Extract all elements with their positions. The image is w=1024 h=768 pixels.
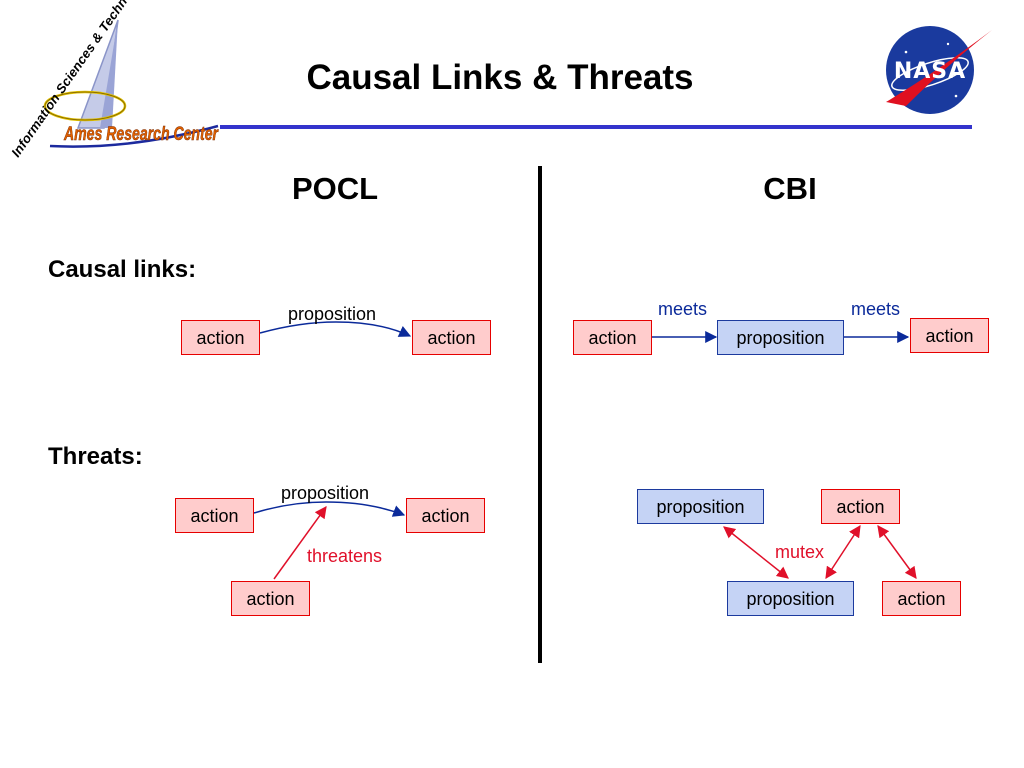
ames-rocket-logo-icon: Information Sciences & Technology Ames R…	[8, 0, 219, 160]
pocl-threatens-arrow	[273, 506, 327, 580]
slide-title: Causal Links & Threats	[306, 58, 694, 97]
cbi-mutex-arrow-props	[723, 526, 789, 579]
pocl-causal-target-action: action	[412, 320, 491, 355]
cbi-mutex-arrow-actions	[877, 525, 917, 579]
cbi-causal-proposition: proposition	[717, 320, 844, 355]
cbi-causal-source-action: action	[573, 320, 652, 355]
pocl-threatening-action: action	[231, 581, 310, 616]
cbi-heading: CBI	[763, 171, 817, 206]
cbi-threat-bottom-action: action	[882, 581, 961, 616]
header-rule	[220, 125, 972, 129]
pocl-threat-proposition-label: proposition	[281, 483, 370, 503]
causal-links-label: Causal links:	[48, 256, 197, 283]
nasa-wordmark: NASA	[894, 59, 966, 84]
pocl-threat-source-action: action	[175, 498, 254, 533]
pocl-threat-link-arrow	[253, 501, 406, 517]
cbi-mutex-arrow-action-prop	[825, 524, 861, 580]
cbi-threat-top-action: action	[821, 489, 900, 524]
pocl-heading: POCL	[291, 171, 379, 206]
cbi-threat-top-proposition: proposition	[637, 489, 764, 524]
cbi-causal-target-action: action	[910, 318, 989, 353]
cbi-threat-bottom-proposition: proposition	[727, 581, 854, 616]
cbi-meets-label-left: meets	[658, 299, 708, 319]
pocl-threat-target-action: action	[406, 498, 485, 533]
pocl-causal-source-action: action	[181, 320, 260, 355]
cbi-mutex-label: mutex	[775, 542, 825, 562]
nasa-meatball-icon: NASA	[886, 26, 992, 114]
threats-label: Threats:	[48, 443, 143, 470]
pocl-causal-proposition-label: proposition	[288, 304, 377, 324]
pocl-causal-link-arrow	[259, 321, 412, 337]
column-divider	[538, 166, 542, 663]
cbi-meets-label-right: meets	[851, 299, 901, 319]
ames-org-name: Ames Research Center	[63, 124, 219, 145]
pocl-threatens-label: threatens	[307, 546, 383, 566]
